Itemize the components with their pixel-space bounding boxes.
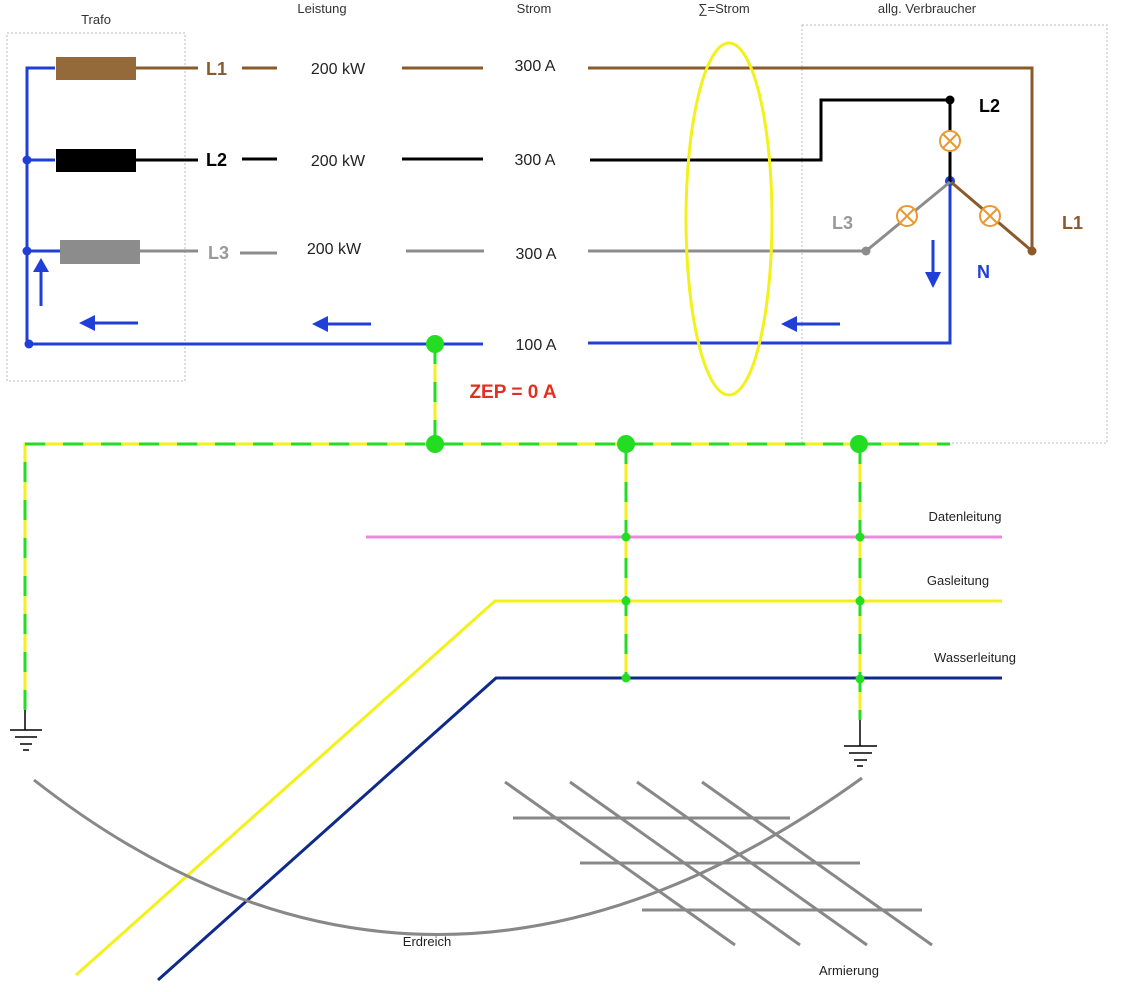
label-wasserleitung: Wasserleitung (934, 650, 1016, 665)
label-armierung: Armierung (819, 963, 879, 978)
erdreich-arc (33, 776, 863, 936)
trafo-box (6, 32, 186, 382)
verbraucher-box (801, 24, 1108, 444)
strom-l3: 300 A (516, 246, 557, 263)
neutral-conductor (25, 66, 952, 346)
ground-icon (844, 720, 877, 767)
leistung-l1: 200 kW (311, 61, 366, 78)
gasleitung (75, 599, 1002, 977)
lamp-icon (979, 205, 1001, 227)
label-l1-trafo: L1 (206, 59, 227, 79)
label-gasleitung: Gasleitung (927, 573, 989, 588)
zep-label: ZEP = 0 A (469, 382, 556, 403)
label-erdreich: Erdreich (403, 934, 451, 949)
trafo-winding-l1 (56, 57, 136, 80)
arrow-down-icon (925, 240, 941, 288)
strom-l1: 300 A (515, 58, 556, 75)
label-l2-trafo: L2 (206, 150, 227, 170)
label-l3-verbraucher: L3 (832, 213, 853, 233)
l2-terminal (945, 95, 955, 105)
label-l1-verbraucher: L1 (1062, 213, 1083, 233)
pe-conductor (23, 344, 950, 720)
current-sum-ellipse (684, 41, 774, 397)
header-verbraucher: allg. Verbraucher (878, 1, 977, 16)
leistung-l3: 200 kW (307, 241, 362, 258)
phase-l2-conductor (136, 98, 952, 182)
label-n: N (977, 262, 990, 282)
strom-n: 100 A (516, 337, 557, 354)
lamp-icon (939, 130, 961, 152)
wasserleitung (157, 676, 1002, 982)
label-l3-trafo: L3 (208, 243, 229, 263)
arrow-left-icon (781, 316, 840, 332)
trafo-winding-l3 (60, 240, 140, 264)
strom-l2: 300 A (515, 152, 556, 169)
ground-icon (10, 710, 42, 751)
l1-terminal (1027, 246, 1037, 256)
arrow-left-icon (79, 315, 138, 331)
label-l2-verbraucher: L2 (979, 96, 1000, 116)
arrow-up-icon (33, 258, 49, 306)
leistung-l2: 200 kW (311, 153, 366, 170)
current-arrows (33, 240, 941, 332)
header-summe-strom: ∑=Strom (698, 1, 750, 16)
header-trafo: Trafo (81, 12, 111, 27)
header-leistung: Leistung (297, 1, 346, 16)
header-strom: Strom (517, 1, 552, 16)
pe-nodes (426, 335, 868, 684)
phase-l3-conductor (140, 180, 951, 255)
label-datenleitung: Datenleitung (929, 509, 1002, 524)
trafo-winding-l2 (56, 149, 136, 172)
arrow-left-icon (312, 316, 371, 332)
armierung-grid (504, 780, 933, 947)
lamp-icon (896, 205, 918, 227)
l3-terminal (861, 246, 871, 256)
